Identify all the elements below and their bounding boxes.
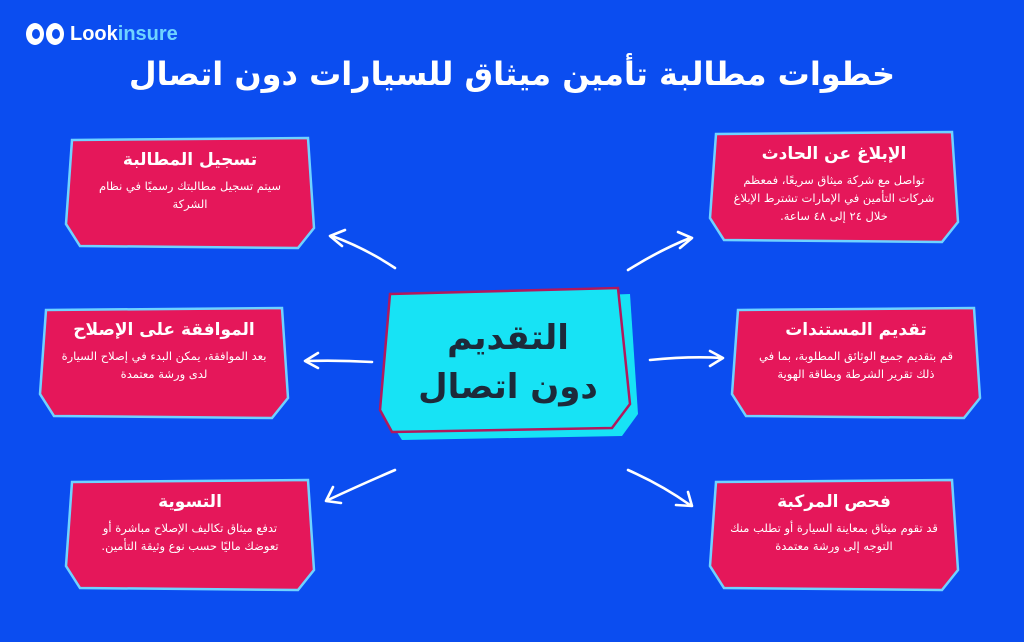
step-settle-title: التسوية (158, 492, 222, 512)
arrow-to-inspect (626, 468, 692, 507)
step-report-text: تواصل مع شركة ميثاق سريعًا، فمعظم شركات … (733, 173, 935, 223)
step-settle-text: تدفع ميثاق تكاليف الإصلاح مباشرة أو تعوض… (101, 521, 279, 553)
step-docs-card: تقديم المستندات قم بتقديم جميع الوثائق ا… (730, 306, 982, 420)
arrowhead-docs (708, 349, 725, 368)
step-approval-text: بعد الموافقة، يمكن البدء في إصلاح السيار… (61, 349, 267, 381)
step-inspect-card: فحص المركبة قد تقوم ميثاق بمعاينة السيار… (708, 478, 960, 592)
center-line-2: دون اتصال (418, 367, 598, 408)
arrowhead-report (676, 230, 694, 250)
step-register-card: تسجيل المطالبة سيتم تسجيل مطالبتك رسميًا… (64, 136, 316, 250)
arrow-to-register (330, 234, 397, 270)
arrow-to-docs (648, 356, 724, 362)
arrow-to-settle (326, 468, 397, 502)
step-settle-card: التسوية تدفع ميثاق تكاليف الإصلاح مباشرة… (64, 478, 316, 592)
step-docs-text: قم بتقديم جميع الوثائق المطلوبة، بما في … (759, 349, 953, 381)
arrowhead-inspect (674, 490, 694, 508)
center-line-1: التقديم (447, 318, 569, 358)
step-inspect-text: قد تقوم ميثاق بمعاينة السيارة أو تطلب من… (730, 521, 938, 553)
center-node: التقديم دون اتصال (378, 286, 638, 440)
step-approval-title: الموافقة على الإصلاح (73, 320, 255, 340)
logo-wordmark: Lookinsure (70, 23, 178, 46)
step-approval-card: الموافقة على الإصلاح بعد الموافقة، يمكن … (38, 306, 290, 420)
center-node-text: التقديم دون اتصال (380, 314, 636, 413)
step-register-title: تسجيل المطالبة (122, 150, 258, 170)
step-report-card: الإبلاغ عن الحادث تواصل مع شركة ميثاق سر… (708, 130, 960, 244)
arrowhead-approval (303, 351, 320, 370)
arrowhead-register (328, 228, 347, 248)
step-inspect-title: فحص المركبة (777, 492, 891, 512)
step-register-text: سيتم تسجيل مطالبتك رسميًا في نظام الشركة (99, 179, 281, 211)
page-title: خطوات مطالبة تأمين ميثاق للسيارات دون ات… (128, 55, 896, 93)
step-report-title: الإبلاغ عن الحادث (761, 144, 907, 164)
logo-eyes-icon (26, 23, 64, 45)
arrow-to-approval (304, 359, 374, 364)
arrowhead-settle (324, 485, 343, 505)
lookinsure-logo: Lookinsure (26, 20, 178, 48)
logo-word-insure: insure (117, 22, 178, 45)
arrow-to-report (626, 236, 692, 272)
logo-word-look: Look (70, 22, 118, 45)
step-docs-title: تقديم المستندات (785, 320, 927, 340)
